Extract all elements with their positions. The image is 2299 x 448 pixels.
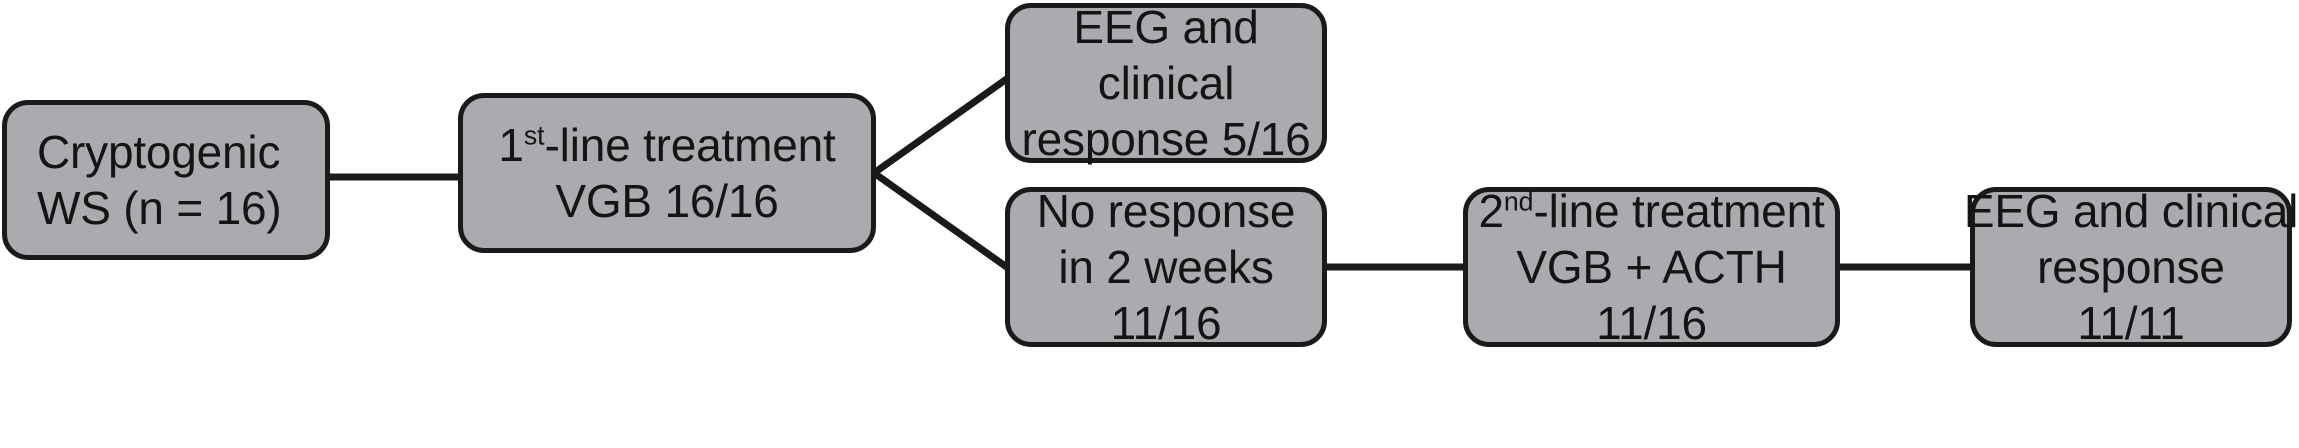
- node-eeg-clinical-response-11-11-line-1: EEG and clinical: [1963, 184, 2299, 237]
- second-line-treatment-text: -line treatment: [1533, 184, 1825, 237]
- node-second-line-treatment-line-2: VGB + ACTH: [1516, 240, 1787, 293]
- node-eeg-clinical-response-5-16: EEG and clinical response 5/16: [1005, 0, 1327, 165]
- node-second-line-treatment-line-3: 11/16: [1596, 297, 1707, 350]
- node-eeg-clinical-response-5-16-line-2: clinical: [1097, 56, 1235, 109]
- node-cryptogenic-ws: Cryptogenic WS (n = 16): [2, 100, 330, 260]
- node-first-line-treatment-line-1: 1st-line treatment: [498, 117, 835, 173]
- node-eeg-clinical-response-11-11-line-2: response: [2037, 240, 2225, 293]
- node-no-response-11-16-line-1: No response: [1036, 184, 1296, 237]
- node-first-line-treatment: 1st-line treatment VGB 16/16: [458, 93, 876, 253]
- node-no-response-11-16-line-3: 11/16: [1110, 297, 1222, 350]
- node-second-line-treatment-line-1: 2nd-line treatment: [1478, 183, 1824, 239]
- node-no-response-11-16: No response in 2 weeks 11/16: [1005, 185, 1327, 349]
- node-cryptogenic-ws-line-1: Cryptogenic: [37, 125, 281, 178]
- node-cryptogenic-ws-line-2: WS (n = 16): [37, 182, 282, 234]
- node-second-line-treatment: 2nd-line treatment VGB + ACTH 11/16: [1463, 185, 1840, 349]
- second-line-ordinal-suffix: nd: [1503, 186, 1534, 217]
- node-eeg-clinical-response-5-16-line-1: EEG and: [1073, 0, 1259, 53]
- edge-first-line-to-eeg-top: [871, 75, 1011, 176]
- node-first-line-treatment-line-2: VGB 16/16: [555, 175, 779, 227]
- node-no-response-11-16-line-2: in 2 weeks: [1058, 240, 1274, 293]
- first-line-ordinal-suffix: st: [523, 120, 545, 151]
- node-eeg-clinical-response-11-11-line-3: 11/11: [2077, 297, 2185, 350]
- node-eeg-clinical-response-11-11: EEG and clinical response 11/11: [1964, 185, 2299, 349]
- second-line-ordinal-number: 2: [1478, 184, 1504, 237]
- node-eeg-clinical-response-5-16-line-3: response 5/16: [1021, 113, 1311, 166]
- first-line-treatment-text: -line treatment: [544, 118, 836, 171]
- first-line-ordinal-number: 1: [498, 118, 524, 171]
- edge-first-line-to-no-response: [871, 170, 1011, 271]
